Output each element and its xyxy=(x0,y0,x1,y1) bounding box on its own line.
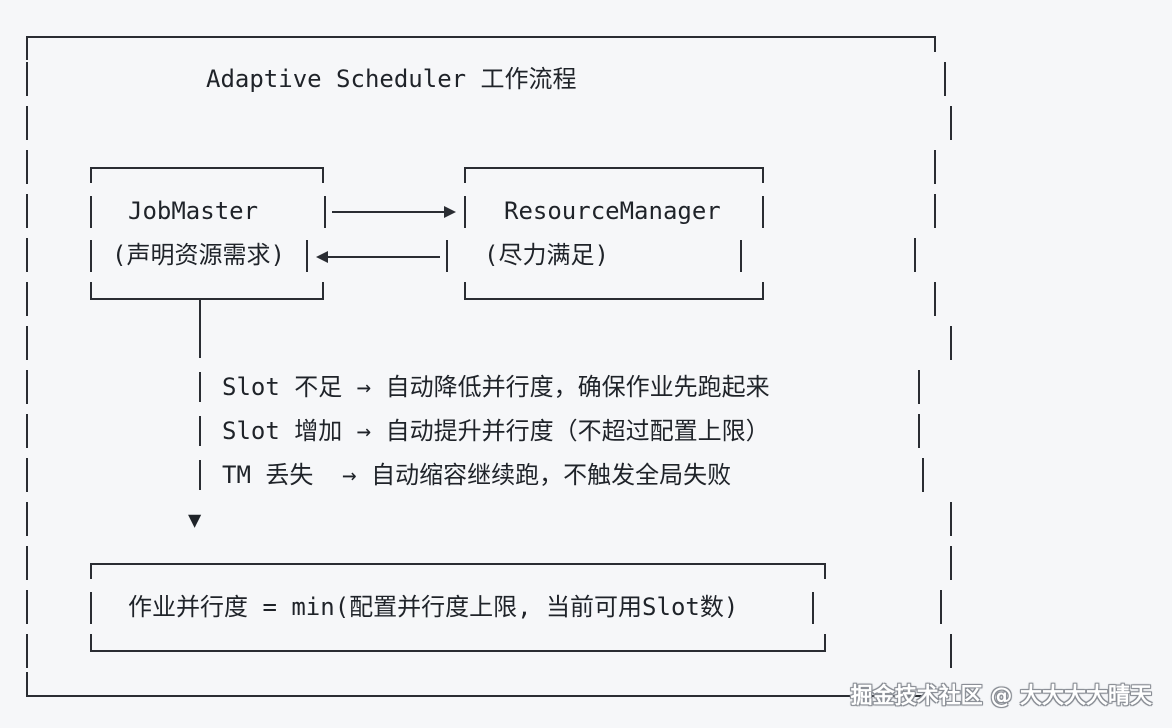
formula-box-corner xyxy=(90,634,92,651)
outer-right-seg xyxy=(918,414,920,448)
formula-box-top xyxy=(90,563,826,565)
outer-right-seg xyxy=(950,546,952,580)
formula-box-right xyxy=(812,592,814,624)
formula-box-corner xyxy=(90,563,92,579)
outer-frame-bottom xyxy=(26,695,934,697)
job-master-box-right xyxy=(324,196,326,228)
formula-box-bottom xyxy=(90,650,826,652)
outer-left-seg xyxy=(26,634,28,668)
outer-left-seg xyxy=(26,546,28,580)
outer-frame-top xyxy=(26,36,934,38)
job-master-box-bottom xyxy=(90,298,324,300)
resource-manager-name: ResourceManager xyxy=(504,197,721,225)
job-master-box-corner xyxy=(322,167,324,183)
job-master-box-corner xyxy=(90,167,92,183)
arrow-right xyxy=(332,206,456,218)
outer-right-seg xyxy=(934,194,936,228)
formula-box-corner xyxy=(824,634,826,651)
outer-left-seg xyxy=(26,414,28,448)
outer-left-seg xyxy=(26,106,28,140)
arrow-left xyxy=(316,251,440,263)
outer-left-seg xyxy=(26,282,28,316)
rule-slot-insufficient: Slot 不足 → 自动降低并行度，确保作业先跑起来 xyxy=(222,373,770,401)
outer-right-seg xyxy=(918,370,920,404)
outer-right-seg xyxy=(934,282,936,316)
watermark: 掘金技术社区 @ 大大大大晴天 xyxy=(850,684,1152,709)
resource-manager-box-top xyxy=(464,167,764,169)
resource-manager-box-left xyxy=(446,240,448,272)
outer-frame-right-corner xyxy=(934,36,936,52)
formula-box-corner xyxy=(824,563,826,579)
job-master-box-left xyxy=(90,240,92,272)
outer-left-seg xyxy=(26,458,28,492)
outer-right-seg xyxy=(914,238,916,272)
outer-frame-left-corner xyxy=(26,36,28,60)
resource-manager-box-corner xyxy=(762,167,764,183)
outer-left-seg xyxy=(26,194,28,228)
outer-left-seg xyxy=(26,326,28,360)
outer-right-seg xyxy=(922,458,924,492)
resource-manager-box-left xyxy=(464,196,466,228)
outer-right-seg xyxy=(950,634,952,668)
job-master-box-corner xyxy=(322,282,324,299)
outer-frame-left-bottom-corner xyxy=(26,672,28,696)
job-master-box-left xyxy=(90,196,92,228)
formula-box-left xyxy=(90,592,92,624)
job-master-desc: (声明资源需求) xyxy=(112,241,285,269)
outer-left-seg xyxy=(26,238,28,272)
outer-left-seg xyxy=(26,590,28,624)
rule-slot-increase: Slot 增加 → 自动提升并行度（不超过配置上限） xyxy=(222,417,770,445)
resource-manager-box-bottom xyxy=(464,298,764,300)
diagram-title: Adaptive Scheduler 工作流程 xyxy=(206,65,577,93)
rule-tm-lost: TM 丢失 → 自动缩容继续跑，不触发全局失败 xyxy=(222,461,732,489)
outer-right-seg xyxy=(950,106,952,140)
outer-right-seg xyxy=(944,62,946,96)
outer-right-seg xyxy=(950,502,952,536)
job-master-box-corner xyxy=(90,282,92,299)
resource-manager-desc: (尽力满足) xyxy=(484,241,609,269)
resource-manager-box-corner xyxy=(464,167,466,183)
parallelism-formula: 作业并行度 = min(配置并行度上限, 当前可用Slot数) xyxy=(128,593,739,621)
down-arrow-icon: ▼ xyxy=(188,508,202,533)
outer-left-seg xyxy=(26,62,28,96)
resource-manager-box-right xyxy=(740,240,742,272)
job-master-name: JobMaster xyxy=(128,197,259,225)
outer-right-seg xyxy=(950,326,952,360)
resource-manager-box-corner xyxy=(464,282,466,299)
outer-left-seg xyxy=(26,370,28,404)
outer-right-seg xyxy=(934,150,936,184)
outer-left-seg xyxy=(26,502,28,536)
outer-right-seg xyxy=(940,590,942,624)
outer-left-seg xyxy=(26,150,28,184)
resource-manager-box-corner xyxy=(762,282,764,299)
job-master-box-top xyxy=(90,167,324,169)
resource-manager-box-right xyxy=(762,196,764,228)
job-master-box-right xyxy=(306,240,308,272)
